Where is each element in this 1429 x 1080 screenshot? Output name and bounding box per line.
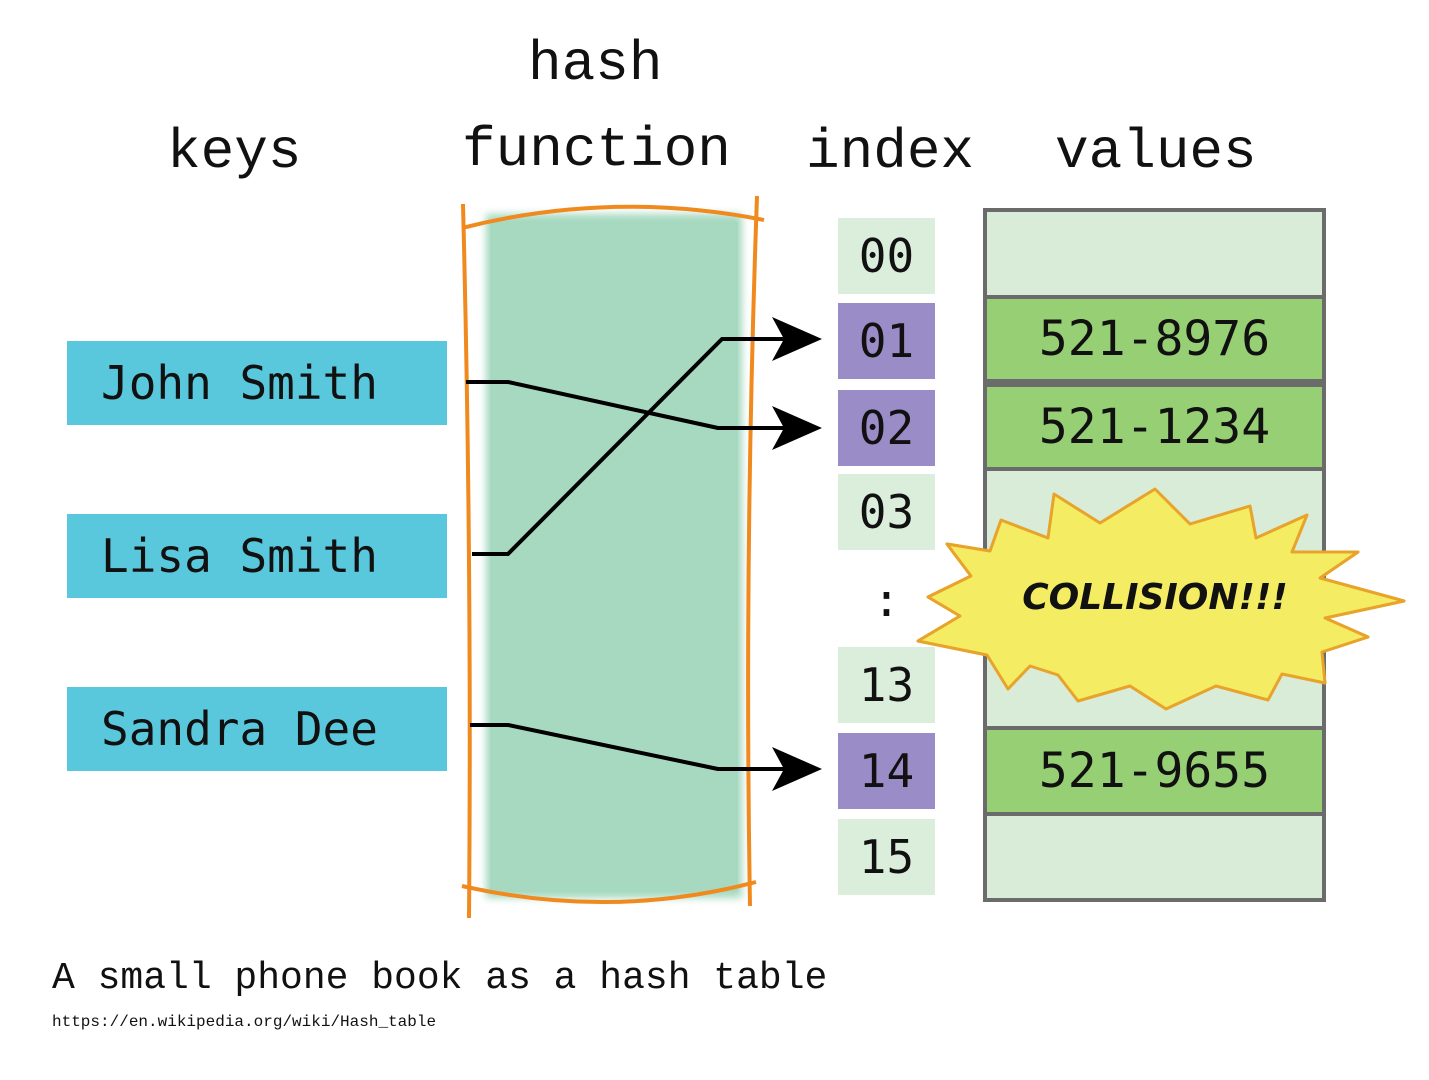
index-header: index	[806, 120, 975, 184]
keys-header: keys	[167, 120, 302, 184]
hash-function-header-line1: hash	[528, 32, 663, 96]
caption: A small phone book as a hash table	[52, 957, 828, 1000]
key-sandra-dee: Sandra Dee	[67, 687, 447, 771]
index-ellipsis: :	[872, 573, 901, 627]
values-header: values	[1055, 120, 1257, 184]
arrow-sandra-dee-to-14	[470, 723, 784, 771]
arrow-lisa-smith-to-01	[472, 337, 784, 556]
index-13: 13	[838, 647, 935, 723]
value-521-8976: 521-8976	[987, 295, 1322, 383]
value-521-1234: 521-1234	[987, 383, 1322, 471]
index-14: 14	[838, 733, 935, 809]
arrow-john-smith-to-02	[466, 380, 784, 430]
index-03: 03	[838, 474, 935, 550]
key-john-smith: John Smith	[67, 341, 447, 425]
value-521-9655: 521-9655	[987, 726, 1322, 816]
collision-label: COLLISION!!!	[1022, 577, 1288, 618]
arrowhead-02	[772, 406, 822, 450]
index-01: 01	[838, 303, 935, 379]
index-15: 15	[838, 819, 935, 895]
hash-function-box	[461, 195, 765, 919]
index-02: 02	[838, 390, 935, 466]
collision-burst-shape	[916, 487, 1406, 711]
key-lisa-smith: Lisa Smith	[67, 514, 447, 598]
index-00: 00	[838, 218, 935, 294]
arrowhead-14	[772, 747, 822, 791]
hash-function-header-line2: function	[462, 118, 731, 182]
arrowhead-01	[772, 317, 822, 361]
source-url: https://en.wikipedia.org/wiki/Hash_table	[52, 1013, 437, 1031]
